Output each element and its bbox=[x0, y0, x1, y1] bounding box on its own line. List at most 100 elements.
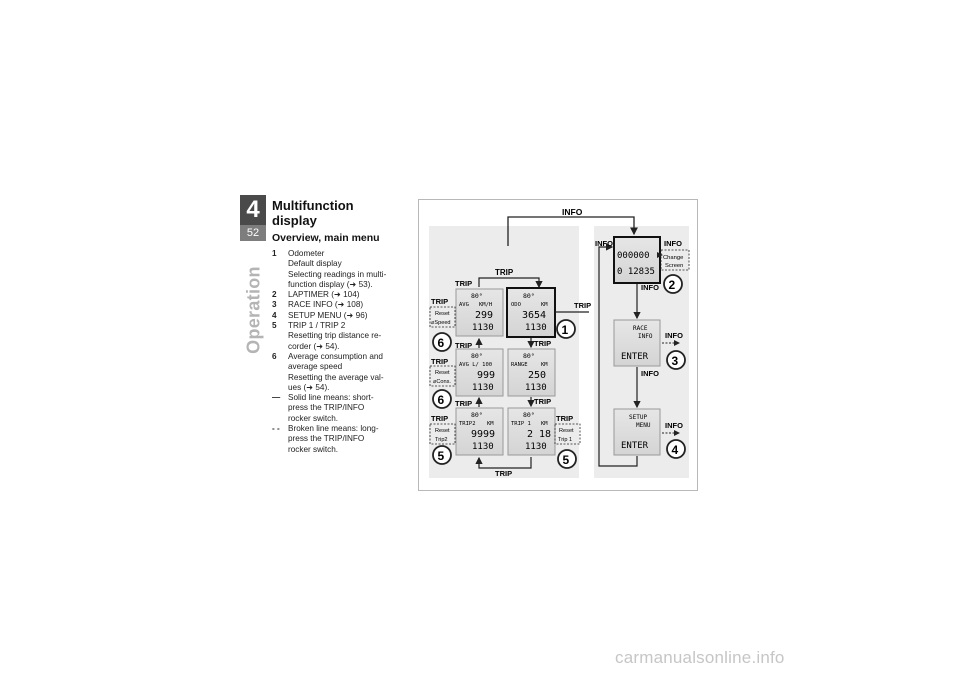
reset-speed-box: Reset ⌀Speed bbox=[429, 306, 456, 328]
svg-text:Reset: Reset bbox=[435, 311, 450, 317]
legend-line: ues (➜ 54). bbox=[288, 382, 330, 392]
screen-label: Screen bbox=[665, 263, 683, 269]
legend-line: Default display bbox=[288, 259, 342, 269]
legend-line: press the TRIP/INFO bbox=[288, 403, 365, 413]
legend-line: Resetting the average val- bbox=[288, 372, 384, 382]
svg-text:1130: 1130 bbox=[525, 442, 547, 452]
change-label: Change bbox=[663, 255, 683, 261]
legend-line: LAPTIMER (➜ 104) bbox=[288, 290, 360, 300]
text-column: Multifunction display Overview, main men… bbox=[272, 198, 400, 455]
callout-6a: 6 bbox=[432, 332, 452, 352]
trip-label-c: TRIP bbox=[455, 399, 472, 408]
legend-key: 1 bbox=[272, 249, 277, 258]
svg-text:⌀Speed: ⌀Speed bbox=[431, 320, 451, 326]
svg-text:ODO: ODO bbox=[511, 302, 521, 308]
screen-setup-menu: SETUP MENU ENTER bbox=[613, 408, 661, 456]
page-subtitle: Overview, main menu bbox=[272, 232, 380, 244]
legend-item: - - Broken line means: long-press the TRI… bbox=[272, 424, 400, 455]
info-top-label: INFO bbox=[562, 207, 583, 217]
trip-label-a: TRIP bbox=[455, 279, 472, 288]
svg-text:1130: 1130 bbox=[525, 383, 547, 393]
svg-text:TRIP 1: TRIP 1 bbox=[511, 421, 531, 427]
diagram-frame: INFO TRIP 80° AVG KM/H 299 1130 80° ODO … bbox=[418, 199, 698, 491]
callout-3: 3 bbox=[666, 350, 686, 370]
svg-text:80°: 80° bbox=[471, 411, 483, 419]
legend-line: average speed bbox=[288, 362, 343, 372]
svg-text:RACE: RACE bbox=[633, 325, 648, 332]
legend-key: 4 bbox=[272, 310, 277, 320]
svg-text:4: 4 bbox=[672, 443, 679, 457]
left-panel bbox=[429, 226, 579, 478]
trip-label-e: TRIP bbox=[534, 397, 551, 406]
menu-diagram: INFO TRIP 80° AVG KM/H 299 1130 80° ODO … bbox=[429, 207, 690, 478]
svg-text:⌀Cons.: ⌀Cons. bbox=[433, 379, 451, 385]
callout-5a: 5 bbox=[432, 445, 452, 465]
svg-text:80°: 80° bbox=[471, 292, 483, 300]
svg-text:1130: 1130 bbox=[525, 323, 547, 333]
svg-text:5: 5 bbox=[438, 449, 445, 463]
screen-race-info: RACE INFO ENTER bbox=[613, 319, 661, 367]
svg-text:299: 299 bbox=[475, 310, 493, 321]
svg-text:AVG L/ 100: AVG L/ 100 bbox=[459, 362, 492, 368]
svg-text:ENTER: ENTER bbox=[621, 441, 649, 451]
legend-text: LAPTIMER (➜ 104) bbox=[288, 290, 359, 300]
change-screen-box bbox=[660, 249, 690, 271]
svg-text:KM: KM bbox=[487, 421, 494, 427]
svg-text:KM/H: KM/H bbox=[479, 302, 492, 308]
info-label-b: INFO bbox=[641, 369, 659, 378]
svg-text:1130: 1130 bbox=[472, 383, 494, 393]
info-loop-line bbox=[507, 216, 638, 246]
svg-text:6: 6 bbox=[438, 336, 445, 350]
watermark: carmanualsonline.info bbox=[615, 648, 785, 667]
legend-key: 6 bbox=[272, 351, 277, 361]
svg-text:2 18: 2 18 bbox=[527, 429, 551, 440]
reset-trip2-box: Reset Trip2 bbox=[429, 423, 456, 445]
callout-2: 2 bbox=[663, 274, 683, 294]
reset-trip1-box: Reset Trip 1 bbox=[554, 423, 581, 445]
callout-4: 4 bbox=[666, 439, 686, 459]
trip-bottom-line bbox=[475, 456, 532, 469]
legend-line: RACE INFO (➜ 108) bbox=[288, 300, 364, 310]
svg-text:999: 999 bbox=[477, 370, 495, 381]
legend-line: Odometer bbox=[288, 249, 325, 258]
svg-text:9999: 9999 bbox=[471, 429, 495, 440]
trip-label-f: TRIP bbox=[495, 469, 512, 478]
legend-line: rocker switch. bbox=[288, 444, 339, 454]
legend-key: - - bbox=[272, 424, 280, 434]
screen-avg-cons: 80° AVG L/ 100 999 1130 bbox=[455, 348, 504, 397]
info-label-race: INFO bbox=[665, 331, 683, 340]
svg-text:MENU: MENU bbox=[636, 422, 651, 429]
screen-trip2: 80° TRIP2 KM 9999 1130 bbox=[455, 407, 504, 456]
trip-label-g: TRIP bbox=[431, 297, 448, 306]
trip-top-line bbox=[478, 277, 543, 289]
legend-line: Average consumption and bbox=[288, 351, 383, 361]
info-label-change: INFO bbox=[664, 239, 682, 248]
svg-text:KM: KM bbox=[541, 302, 548, 308]
screen-avg-speed: 80° AVG KM/H 299 1130 bbox=[455, 288, 504, 337]
svg-text:5: 5 bbox=[563, 453, 570, 467]
svg-text:Reset: Reset bbox=[435, 370, 450, 376]
legend-text: RACE INFO (➜ 108) bbox=[288, 300, 363, 310]
svg-text:0 12835: 0 12835 bbox=[617, 267, 655, 277]
svg-text:AVG: AVG bbox=[459, 302, 469, 308]
svg-text:ENTER: ENTER bbox=[621, 352, 649, 362]
svg-text:3: 3 bbox=[672, 354, 679, 368]
legend-line: Solid line means: short- bbox=[288, 393, 374, 403]
trip-label-b: TRIP bbox=[455, 341, 472, 350]
svg-text:80°: 80° bbox=[523, 292, 535, 300]
legend-text: Broken line means: long-press the TRIP/I… bbox=[288, 424, 379, 455]
legend-line: Resetting trip distance re- bbox=[288, 331, 382, 341]
svg-text:KM: KM bbox=[541, 362, 548, 368]
page-title: Multifunction display bbox=[272, 198, 354, 228]
svg-text:KM: KM bbox=[541, 421, 548, 427]
legend-text: Solid line means: short-press the TRIP/I… bbox=[288, 393, 374, 424]
svg-text:SETUP: SETUP bbox=[629, 414, 647, 421]
callout-1: 1 bbox=[556, 319, 576, 339]
callout-6b: 6 bbox=[432, 389, 452, 409]
screen-odo: 80° ODO KM 3654 1130 bbox=[506, 287, 556, 338]
